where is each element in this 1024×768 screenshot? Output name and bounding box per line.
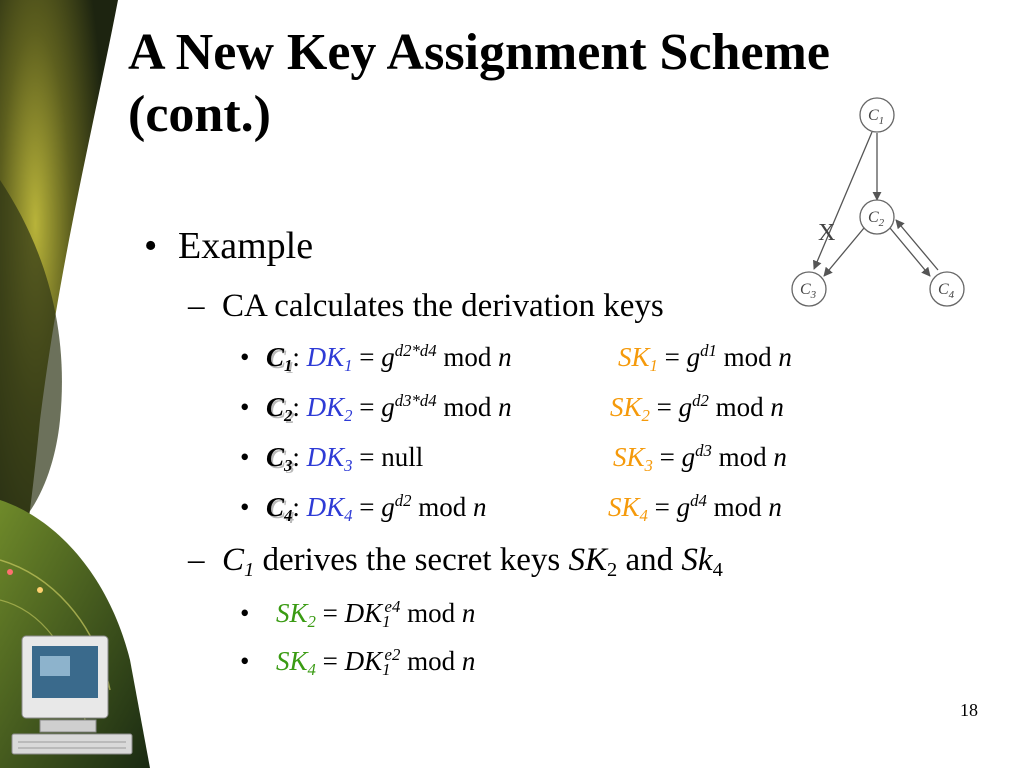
cross-mark: X xyxy=(818,220,835,246)
node-c2: C2 xyxy=(859,199,895,235)
bullet-dot: • xyxy=(240,442,250,472)
sk-label: SK2 xyxy=(610,392,650,426)
key-row-c3: • C3: DK3 = null SK3 = gd3 mod n xyxy=(240,440,787,476)
dash: – xyxy=(188,542,205,578)
sub-bullet-text: CA calculates the derivation keys xyxy=(222,288,664,324)
svg-text:C2: C2 xyxy=(868,209,885,229)
svg-text:C4: C4 xyxy=(938,281,955,301)
dk-label: DK2 xyxy=(306,392,353,426)
sk-expression: SK2 = gd2 mod n xyxy=(610,390,784,426)
sub-bullet-text: C1 derives the secret keys SK2 and Sk4 xyxy=(222,542,723,582)
class-label: C2 xyxy=(266,392,293,426)
sub-bullet-c1-derives: – C1 derives the secret keys SK2 and Sk4 xyxy=(188,542,723,580)
svg-text:C3: C3 xyxy=(800,281,817,301)
sk-label: SK1 xyxy=(618,342,658,376)
bullet-text: Example xyxy=(178,225,314,267)
node-c1: C1 xyxy=(859,97,895,133)
page-number: 18 xyxy=(960,700,978,720)
sk-label: SK2 xyxy=(276,598,316,632)
node-c3: C3 xyxy=(791,271,827,307)
slide-title: A New Key Assignment Scheme (cont.) xyxy=(128,22,848,146)
title-line-2: (cont.) xyxy=(128,86,271,143)
edge-c1-c3 xyxy=(813,131,873,270)
bullet-dot: • xyxy=(240,392,250,422)
sk-label: SK4 xyxy=(276,646,316,680)
node-c4: C4 xyxy=(929,271,965,307)
dk-label: DK3 xyxy=(306,442,353,476)
class-label: C4 xyxy=(266,492,293,526)
bullet-dot: • xyxy=(240,598,250,628)
key-row-c1: • C1: DK1 = gd2*d4 mod n SK1 = gd1 mod n xyxy=(240,340,792,376)
bullet-dot: • xyxy=(240,342,250,372)
dk-label: DK1 xyxy=(306,342,353,376)
key-row-c4: • C4: DK4 = gd2 mod n SK4 = gd4 mod n xyxy=(240,490,782,526)
derive-row-sk4: • SK4 = DK1e2 mod n xyxy=(240,644,476,680)
svg-text:C1: C1 xyxy=(868,107,884,127)
key-row-c2: • C2: DK2 = gd3*d4 mod n SK2 = gd2 mod n xyxy=(240,390,784,426)
class-label: C1 xyxy=(266,342,293,376)
sk-label: SK4 xyxy=(608,492,648,526)
title-line-1: A New Key Assignment Scheme xyxy=(128,24,830,81)
sk-expression: SK1 = gd1 mod n xyxy=(618,340,792,376)
class-label: C3 xyxy=(266,442,293,476)
edge-c2-c4 xyxy=(889,227,931,277)
sk-label: SK3 xyxy=(613,442,653,476)
sk-expression: SK4 = gd4 mod n xyxy=(608,490,782,526)
bullet-example: • Example xyxy=(144,224,313,268)
bullet-dot: • xyxy=(240,646,250,676)
hierarchy-diagram: X C1 C2 C3 C4 xyxy=(791,97,965,307)
dash: – xyxy=(188,288,205,324)
bullet-dot: • xyxy=(240,492,250,522)
derive-row-sk2: • SK2 = DK1e4 mod n xyxy=(240,596,476,632)
edge-c4-c2 xyxy=(895,219,939,271)
edge-c2-c3 xyxy=(823,227,865,277)
bullet-dot: • xyxy=(144,225,158,267)
sub-bullet-ca-calculates: – CA calculates the derivation keys xyxy=(188,288,664,325)
dk-label: DK4 xyxy=(306,492,353,526)
decorative-background xyxy=(0,0,150,768)
sk-expression: SK3 = gd3 mod n xyxy=(613,440,787,476)
